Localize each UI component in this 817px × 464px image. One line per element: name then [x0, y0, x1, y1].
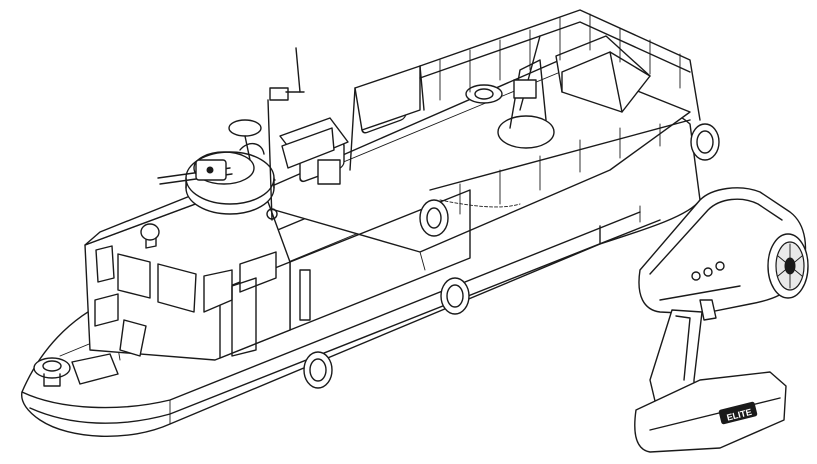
- deck-fan: [465, 84, 503, 104]
- brand-badge: ELITE: [718, 401, 758, 425]
- machine-gun-icon-rear: [497, 35, 555, 149]
- cabin-icon: [71, 92, 471, 385]
- life-ring-icon: [419, 199, 449, 237]
- patrol-boat: [21, 9, 720, 437]
- life-raft: [279, 117, 349, 185]
- machine-gun-icon: [157, 143, 265, 185]
- fender-rear: [690, 123, 720, 161]
- trim-knobs: [691, 261, 725, 281]
- storage-box-icon: [555, 35, 651, 113]
- trigger-icon: [699, 299, 717, 321]
- bow-winch: [33, 357, 71, 387]
- steering-wheel-icon: [767, 233, 809, 299]
- railing-icon: [419, 9, 701, 215]
- antenna-icon: [266, 47, 305, 221]
- helm-icon: [228, 119, 262, 161]
- searchlight-icon: [140, 223, 160, 249]
- front-windows: [95, 245, 277, 313]
- canopy-icon: [349, 65, 425, 171]
- transmitter-base: [634, 371, 787, 453]
- fender-mid: [440, 277, 470, 315]
- fender-front: [303, 351, 333, 389]
- rc-transmitter: ELITE: [634, 187, 809, 453]
- fender-icon: [303, 123, 720, 389]
